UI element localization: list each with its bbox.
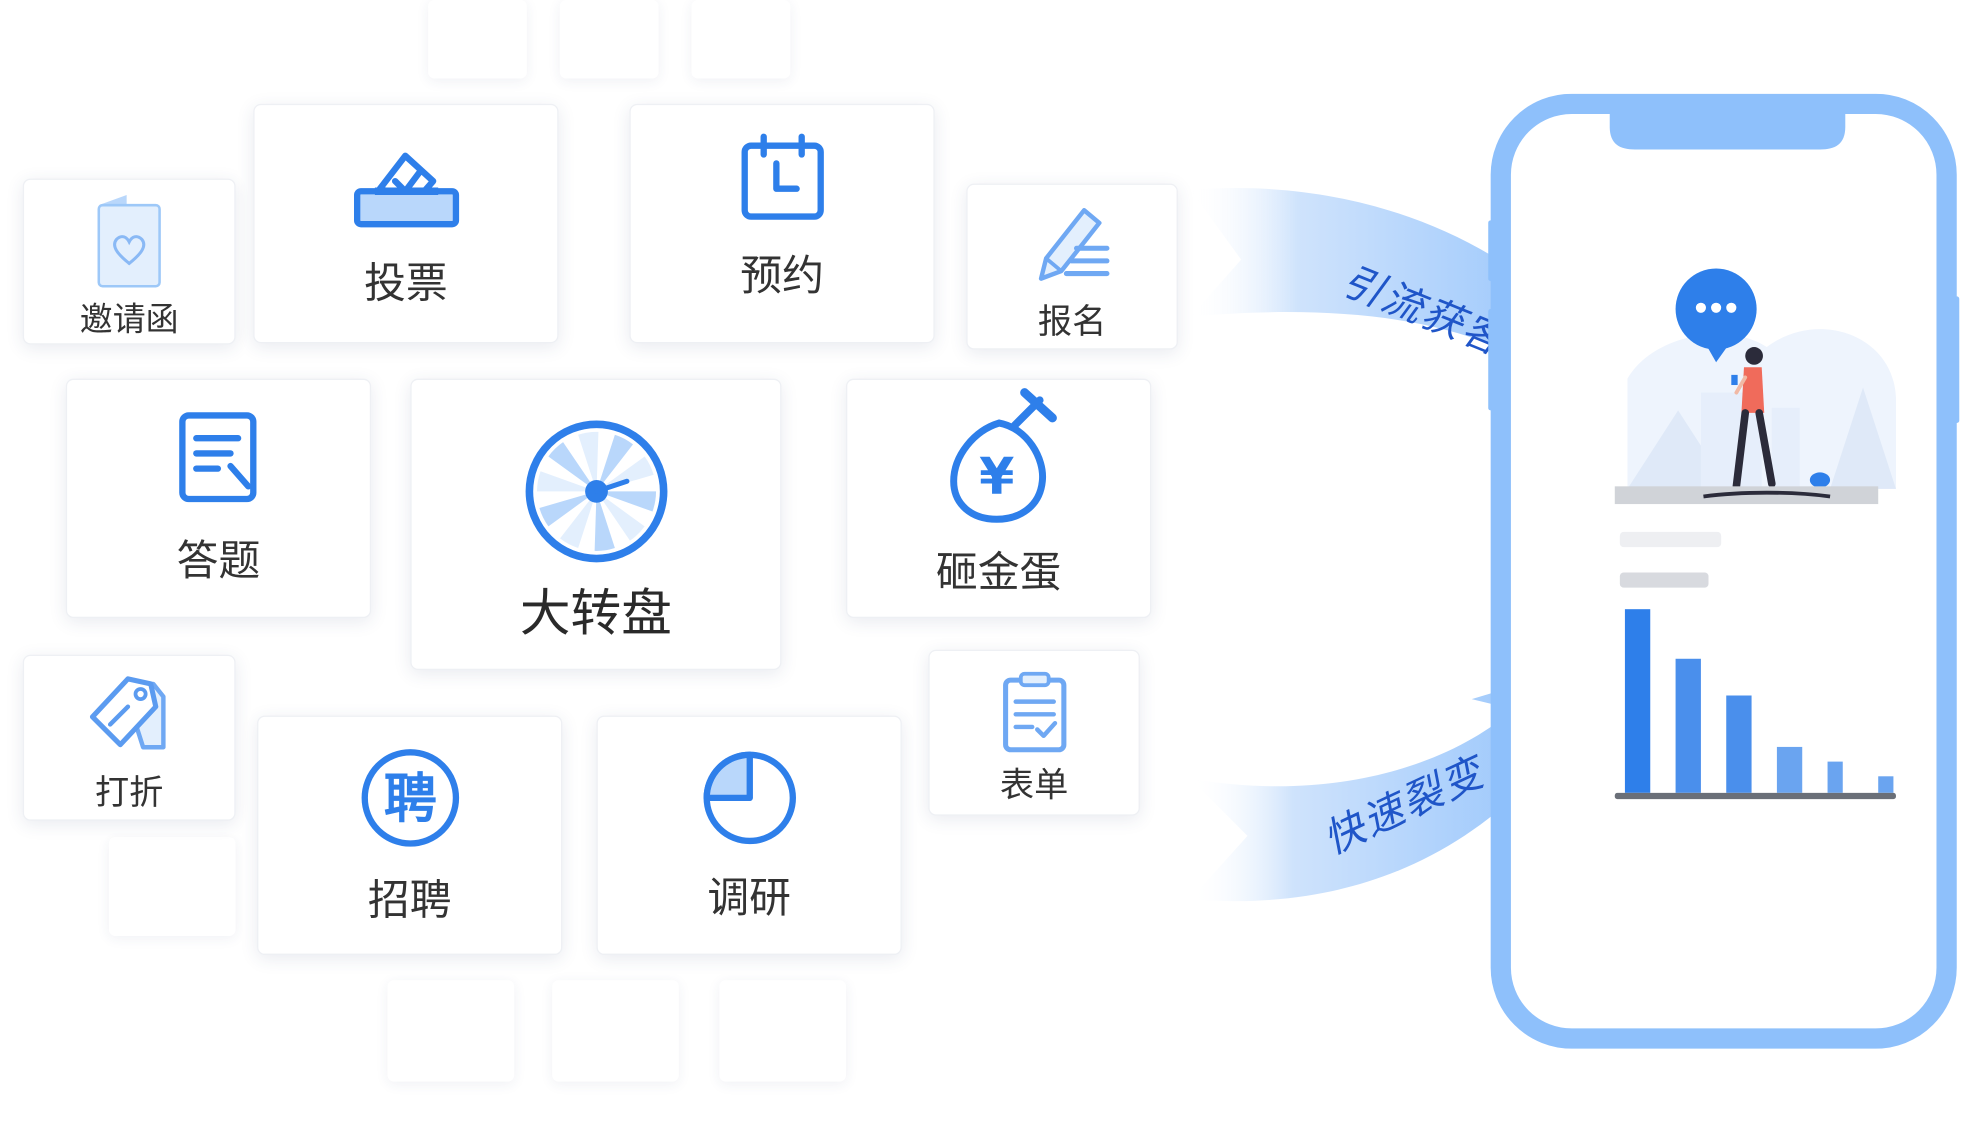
person-figure (1731, 347, 1776, 491)
placeholder-tile (108, 837, 236, 936)
wheel-segment (595, 491, 656, 512)
flow-arrow-bottom (1190, 661, 1599, 902)
phone-notch (1609, 103, 1846, 150)
tool-card-appointment[interactable]: 预约 (629, 103, 935, 344)
tool-card-form[interactable]: 表单 (928, 649, 1140, 816)
tool-label: 答题 (176, 535, 261, 586)
recruit-glyph: 聘 (383, 768, 436, 830)
tool-card-quiz[interactable]: 答题 (65, 378, 372, 619)
tool-label: 投票 (364, 258, 448, 308)
tool-label: 打折 (94, 773, 164, 814)
placeholder-tile (719, 980, 847, 1082)
chart-bar (1624, 609, 1651, 793)
chart-baseline (1614, 792, 1896, 800)
wheel-segment (593, 491, 615, 551)
wheel-segment (536, 471, 596, 492)
tool-label: 报名 (1037, 302, 1107, 342)
placeholder-tile (552, 980, 679, 1082)
phone-mockup (1488, 93, 1960, 1049)
wheel-segment (538, 491, 596, 527)
ballot-box-icon (353, 152, 459, 228)
wheel-segment (595, 434, 633, 492)
wheel-segment (595, 456, 654, 492)
tool-label: 邀请函 (79, 301, 179, 340)
envelope-heart-icon (97, 195, 161, 288)
pencil-form-icon (1038, 208, 1109, 281)
placeholder-tile (559, 0, 659, 79)
chart-bar (1675, 658, 1701, 793)
yuan-sign: ¥ (978, 447, 1013, 506)
wheel-segment (595, 491, 645, 541)
tool-card-egg[interactable]: ¥ 砸金蛋 (846, 378, 1152, 619)
placeholder-tile (428, 0, 527, 79)
recruit-badge-icon: 聘 (360, 749, 459, 847)
calendar-icon (740, 133, 824, 220)
tool-card-recruit[interactable]: 聘 招聘 (257, 715, 563, 955)
wheel-segment (577, 431, 598, 492)
wheel-segment (559, 491, 596, 549)
tool-label: 调研 (707, 872, 791, 923)
document-pen-icon (178, 412, 256, 503)
chart-bar (1878, 776, 1894, 793)
tool-label: 表单 (999, 766, 1069, 806)
flow-arrow-top (1190, 188, 1619, 429)
tool-card-survey[interactable]: 调研 (596, 715, 902, 955)
tool-label: 砸金蛋 (935, 547, 1062, 597)
chart-bar (1726, 695, 1752, 793)
chart-bar (1827, 761, 1843, 793)
tool-card-discount[interactable]: 打折 (22, 654, 236, 821)
phone-hero-scene (1614, 268, 1896, 505)
tool-label: 大转盘 (519, 585, 672, 644)
placeholder-tile (387, 980, 515, 1082)
placeholder-tile (691, 0, 791, 79)
tool-card-wheel[interactable]: 大转盘 (410, 378, 782, 670)
price-tag-icon (89, 676, 166, 750)
pie-chart-icon (702, 751, 796, 845)
prize-wheel-icon (524, 420, 667, 563)
money-bag-hammer-icon: ¥ (949, 388, 1057, 523)
wheel-segment (547, 442, 596, 492)
clipboard-check-icon (1002, 671, 1066, 753)
tool-card-invitation[interactable]: 邀请函 (22, 178, 236, 345)
phone-bar-chart (1624, 609, 1894, 793)
tool-label: 预约 (740, 250, 824, 301)
tool-label: 招聘 (367, 875, 452, 925)
tool-card-vote[interactable]: 投票 (253, 103, 559, 344)
chart-bar (1776, 746, 1803, 793)
tool-card-signup[interactable]: 报名 (966, 183, 1178, 350)
